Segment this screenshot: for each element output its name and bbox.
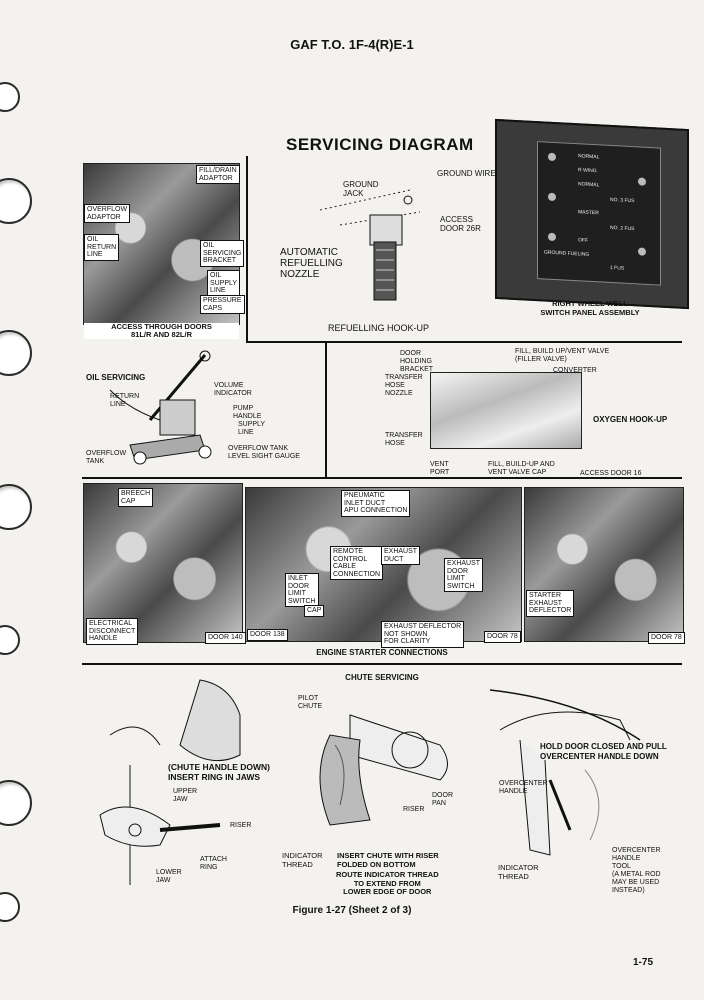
- switch-label: GROUND FUELING: [544, 249, 590, 258]
- switch-label: NORMAL: [578, 153, 600, 161]
- exhaust-switch-label: EXHAUST DOOR LIMIT SWITCH: [444, 558, 484, 592]
- access-door-16-label: ACCESS DOOR 16: [580, 470, 642, 477]
- sight-gauge-label: OVERFLOW TANK LEVEL SIGHT GAUGE: [228, 445, 300, 460]
- oxygen-drawing: [430, 372, 582, 449]
- upper-jaw-label: UPPER JAW: [173, 788, 198, 803]
- page-number: 1-75: [633, 957, 654, 968]
- inlet-switch-label: INLET DOOR LIMIT SWITCH: [285, 573, 319, 607]
- attach-ring-label: ATTACH RING: [200, 856, 227, 871]
- chute-left-drawing: [99, 679, 241, 885]
- overflow-tank-label: OVERFLOW TANK: [86, 450, 127, 465]
- overcenter-handle-label: OVERCENTER HANDLE: [499, 780, 548, 795]
- frame-line: [82, 477, 682, 479]
- engine-starter-caption: ENGINE STARTER CONNECTIONS: [316, 648, 448, 657]
- riser-label: RISER: [403, 806, 425, 813]
- exhaust-duct-label: EXHAUST DUCT: [381, 546, 421, 565]
- pressure-caps-label: PRESSURE CAPS: [200, 295, 245, 314]
- door-78-label: DOOR 78: [648, 632, 685, 644]
- starter-photo-1: [83, 483, 243, 643]
- diagram-title: SERVICING DIAGRAM: [286, 135, 474, 154]
- switch-label: MASTER: [578, 209, 599, 217]
- ground-jack-label: GROUND JACK: [343, 180, 379, 198]
- oxygen-title: OXYGEN HOOK-UP: [593, 415, 668, 424]
- binder-hole: [0, 625, 20, 655]
- door-138-label: DOOR 138: [247, 629, 288, 641]
- document-header: GAF T.O. 1F-4(R)E-1: [290, 37, 414, 52]
- toggle-switch-icon: [548, 232, 556, 242]
- hold-door-note: HOLD DOOR CLOSED AND PULL OVERCENTER HAN…: [540, 742, 667, 761]
- refuelling-nozzle-label: AUTOMATIC REFUELLING NOZZLE: [280, 247, 343, 280]
- toggle-switch-icon: [638, 247, 646, 256]
- oil-supply-label: OIL SUPPLY LINE: [207, 270, 241, 297]
- frame-line: [246, 341, 682, 343]
- oil-return-label: OIL RETURN LINE: [84, 234, 120, 261]
- ground-wire-label: GROUND WIRE: [437, 169, 496, 178]
- starter-deflector-label: STARTER EXHAUST DEFLECTOR: [526, 590, 575, 617]
- supply-line-label: SUPPLY LINE: [238, 421, 266, 436]
- frame-line: [82, 663, 682, 665]
- starter-photo-3: [524, 487, 684, 642]
- pneumatic-label: PNEUMATIC INLET DUCT APU CONNECTION: [341, 490, 411, 517]
- toggle-switch-icon: [638, 177, 646, 186]
- pilot-chute-label: PILOT CHUTE: [298, 695, 323, 710]
- door-pan-label: DOOR PAN: [432, 792, 453, 807]
- switch-label: OFF: [578, 237, 588, 244]
- lower-jaw-label: LOWER JAW: [156, 869, 182, 884]
- switch-label: 1 FUS: [610, 264, 625, 272]
- door-78-label: DOOR 78: [484, 631, 521, 643]
- handle-down-note: (CHUTE HANDLE DOWN) INSERT RING IN JAWS: [168, 762, 270, 782]
- converter-label: CONVERTER: [553, 367, 597, 374]
- frame-line: [325, 343, 327, 478]
- overflow-adaptor-label: OVERFLOW ADAPTOR: [84, 204, 131, 223]
- return-line-label: RETURN LINE: [110, 393, 140, 408]
- chute-middle-drawing: [319, 714, 448, 826]
- electrical-disconnect-label: ELECTRICAL DISCONNECT HANDLE: [86, 618, 139, 645]
- oil-bracket-label: OIL SERVICING BRACKET: [200, 240, 245, 267]
- pump-handle-label: PUMP HANDLE: [233, 405, 262, 420]
- riser-label: RISER: [230, 822, 252, 829]
- transfer-hose-label: TRANSFER HOSE: [385, 432, 423, 447]
- switch-label: NO. 2 FUS: [610, 224, 635, 233]
- refuelling-caption: REFUELLING HOOK-UP: [328, 323, 430, 333]
- switch-panel: NORMAL R WING NORMAL NO. 3 FUS MASTER NO…: [495, 118, 689, 310]
- volume-indicator-label: VOLUME INDICATOR: [214, 382, 252, 397]
- fill-cap-label: FILL, BUILD-UP AND VENT VALVE CAP: [488, 461, 555, 476]
- switch-label: R WING: [578, 167, 597, 175]
- deflector-note-label: EXHAUST DEFLECTOR NOT SHOWN FOR CLARITY: [381, 621, 465, 648]
- door-140-label: DOOR 140: [205, 632, 246, 644]
- figure-caption: Figure 1-27 (Sheet 2 of 3): [292, 905, 412, 916]
- binder-hole: [0, 892, 20, 922]
- binder-hole: [0, 82, 20, 112]
- remote-control-label: REMOTE CONTROL CABLE CONNECTION: [330, 546, 384, 580]
- overcenter-tool-label: OVERCENTER HANDLE TOOL (A METAL ROD MAY …: [612, 847, 661, 894]
- access-door-26r-label: ACCESS DOOR 26R: [440, 215, 481, 233]
- fill-valve-label: FILL, BUILD UP/VENT VALVE (FILLER VALVE): [515, 348, 610, 363]
- access-caption: ACCESS THROUGH DOORS 81L/R AND 82L/R: [84, 323, 239, 339]
- oil-servicing-title: OIL SERVICING: [86, 373, 146, 382]
- frame-line: [246, 156, 248, 342]
- switch-label: NORMAL: [578, 181, 600, 189]
- door-bracket-label: DOOR HOLDING BRACKET: [400, 350, 434, 373]
- transfer-nozzle-label: TRANSFER HOSE NOZZLE: [385, 374, 423, 397]
- indicator-thread-label: INDICATOR THREAD: [282, 851, 323, 869]
- refuelling-drawing: [319, 189, 421, 301]
- switch-panel-caption: RIGHT WHEEL WELL SWITCH PANEL ASSEMBLY: [540, 299, 640, 317]
- chute-right-drawing: [489, 689, 641, 856]
- switch-label: NO. 3 FUS: [610, 196, 635, 205]
- toggle-switch-icon: [548, 192, 556, 202]
- oil-cart-drawing: [109, 350, 212, 465]
- binder-hole: [0, 330, 32, 376]
- binder-hole: [0, 780, 32, 826]
- binder-hole: [0, 484, 32, 530]
- indicator-thread-label: INDICATOR THREAD: [498, 863, 539, 881]
- cap-label: CAP: [304, 605, 325, 617]
- breech-cap-label: BREECH CAP: [118, 488, 154, 507]
- insert-chute-note: INSERT CHUTE WITH RISER FOLDED ON BOTTOM: [337, 851, 439, 869]
- route-thread-note: ROUTE INDICATOR THREAD TO EXTEND FROM LO…: [336, 870, 439, 896]
- toggle-switch-icon: [548, 152, 556, 162]
- binder-hole: [0, 178, 32, 224]
- fill-drain-label: FILL/DRAIN ADAPTOR: [196, 165, 240, 184]
- chute-caption: CHUTE SERVICING: [345, 673, 419, 682]
- vent-port-label: VENT PORT: [430, 461, 450, 476]
